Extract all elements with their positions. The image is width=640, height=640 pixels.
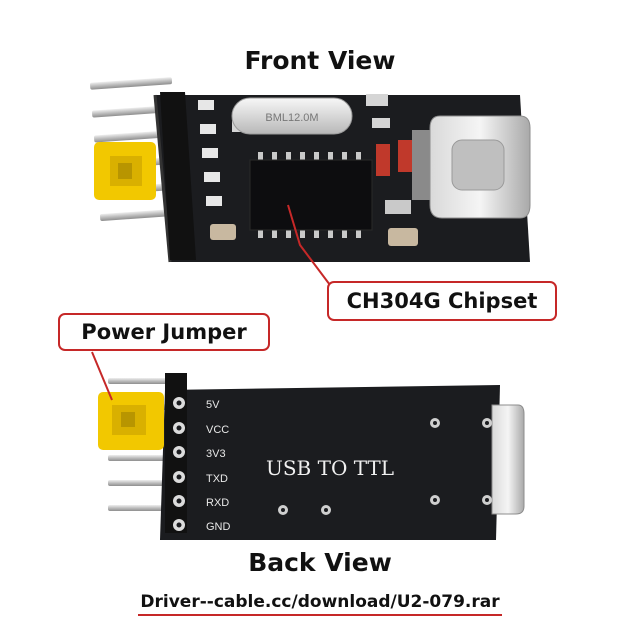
pin-label-rxd: RXD bbox=[206, 497, 229, 509]
diode bbox=[376, 144, 390, 176]
usb-c-port bbox=[412, 115, 531, 219]
header-pin bbox=[92, 105, 175, 118]
pin-label-txd: TXD bbox=[206, 473, 228, 485]
pin-label-gnd: GND bbox=[206, 521, 231, 533]
silkscreen-usb-to-ttl: USB TO TTL bbox=[266, 456, 394, 480]
chipset-pointer bbox=[287, 204, 331, 286]
header-pin bbox=[108, 480, 178, 486]
header-pin bbox=[99, 208, 183, 221]
diode bbox=[398, 140, 412, 172]
crystal-oscillator: BML12.0M bbox=[231, 97, 353, 135]
driver-download-link[interactable]: Driver--cable.cc/download/U2-079.rar bbox=[0, 592, 640, 616]
header-pin bbox=[94, 129, 177, 143]
usb-c-port-back bbox=[491, 404, 525, 515]
chipset-callout: CH304G Chipset bbox=[327, 281, 557, 321]
pin-label-vcc: VCC bbox=[206, 424, 229, 436]
ch304g-chip bbox=[249, 152, 373, 238]
back-pcb bbox=[160, 385, 500, 540]
power-jumper-back bbox=[98, 392, 164, 450]
crystal-marking: BML12.0M bbox=[265, 112, 318, 124]
header-pin bbox=[108, 505, 178, 511]
header-pin bbox=[108, 455, 178, 461]
front-view-title: Front View bbox=[244, 46, 396, 75]
power-jumper-front bbox=[94, 142, 156, 200]
header-pin bbox=[108, 378, 178, 384]
pin-label-5v: 5V bbox=[206, 399, 220, 411]
header-housing bbox=[160, 92, 196, 260]
pin-label-3v3: 3V3 bbox=[206, 448, 226, 460]
back-view-title: Back View bbox=[248, 548, 392, 577]
jumper-pointer bbox=[91, 351, 113, 401]
header-pin bbox=[90, 77, 173, 90]
power-jumper-callout: Power Jumper bbox=[58, 313, 270, 351]
driver-link-text[interactable]: Driver--cable.cc/download/U2-079.rar bbox=[138, 592, 502, 616]
